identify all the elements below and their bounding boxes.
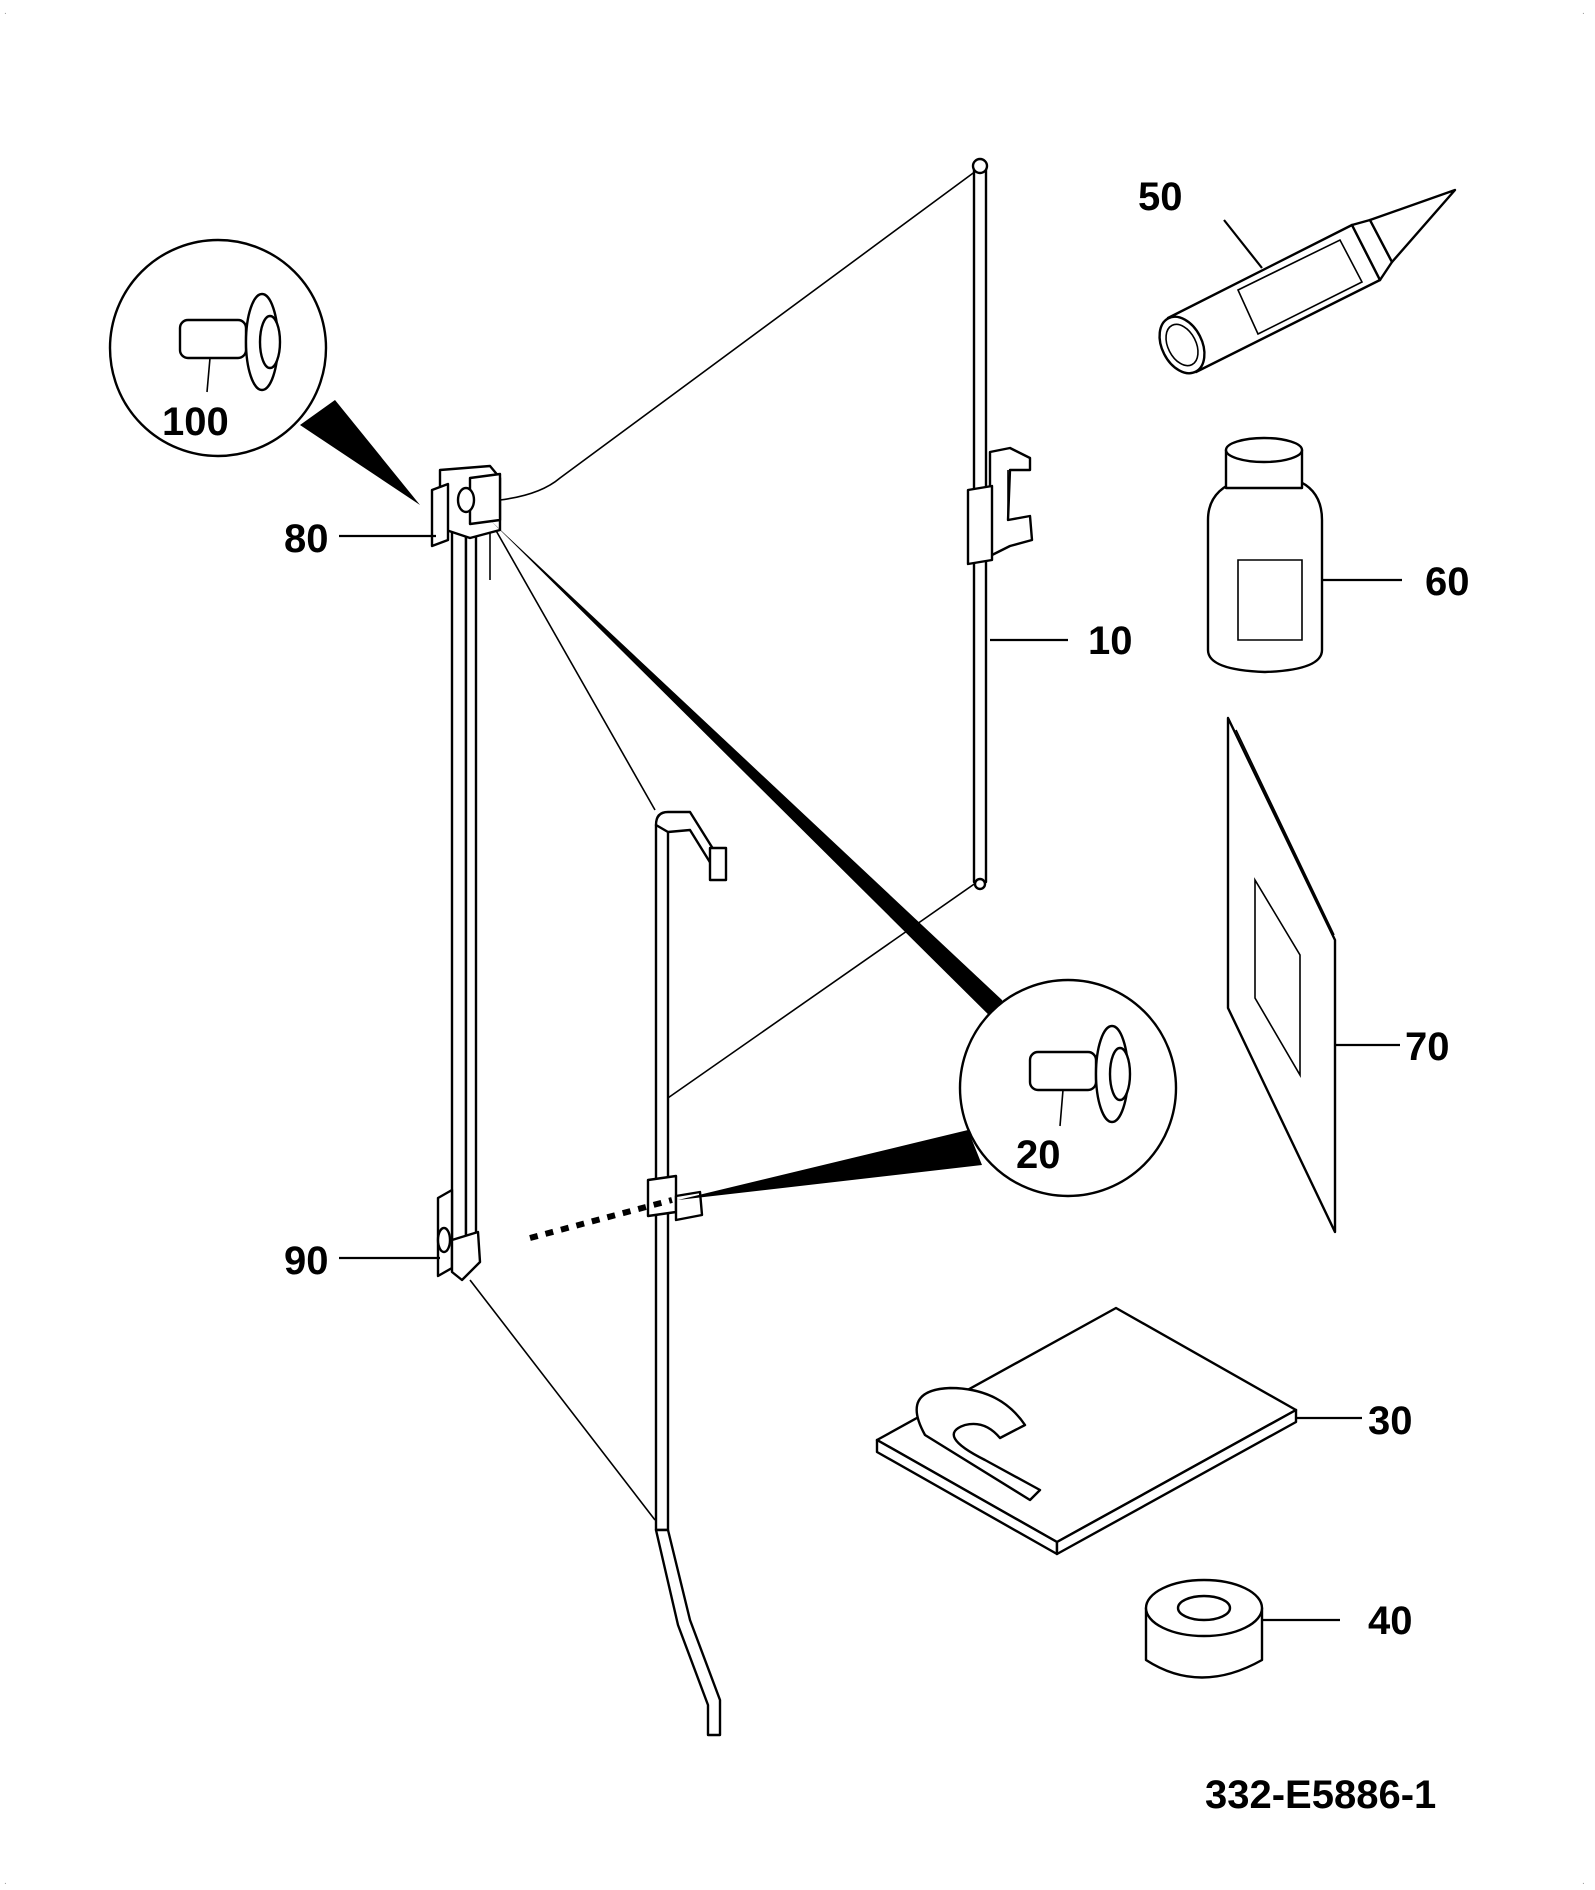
corner-mark: . [4, 6, 7, 17]
callout-30: 30 [1368, 1399, 1413, 1443]
drawing-number: 332-E5886-1 [1205, 1773, 1436, 1817]
callout-50: 50 [1138, 175, 1183, 219]
tape-part-40 [1144, 1578, 1264, 1679]
callout-20: 20 [1016, 1133, 1061, 1177]
callout-70: 70 [1405, 1025, 1450, 1069]
callout-60: 60 [1425, 560, 1470, 604]
detail-bubble-20 [490, 520, 1178, 1241]
callout-100: 100 [162, 400, 229, 444]
corner-mark: . [1582, 6, 1585, 17]
bracket-part-90 [436, 1188, 482, 1282]
middle-rod [646, 810, 728, 1737]
callout-10: 10 [1088, 619, 1133, 663]
leader-lines [339, 219, 1402, 1622]
callout-90: 90 [284, 1239, 329, 1283]
callout-40: 40 [1368, 1599, 1413, 1643]
pad-part-30 [875, 1306, 1298, 1556]
callout-80: 80 [284, 517, 329, 561]
panel-part-70 [1226, 716, 1337, 1234]
detail-bubble-100 [108, 238, 420, 505]
left-bar [450, 518, 491, 1252]
bottle-part-60 [1206, 436, 1324, 674]
bracket-part-80 [430, 464, 502, 548]
rod-part-10 [966, 157, 1034, 891]
frame-outline [469, 167, 981, 1521]
sealant-tube-part-50 [1158, 188, 1457, 375]
corner-mark: . [1582, 1876, 1585, 1887]
corner-mark: . [4, 1876, 7, 1887]
